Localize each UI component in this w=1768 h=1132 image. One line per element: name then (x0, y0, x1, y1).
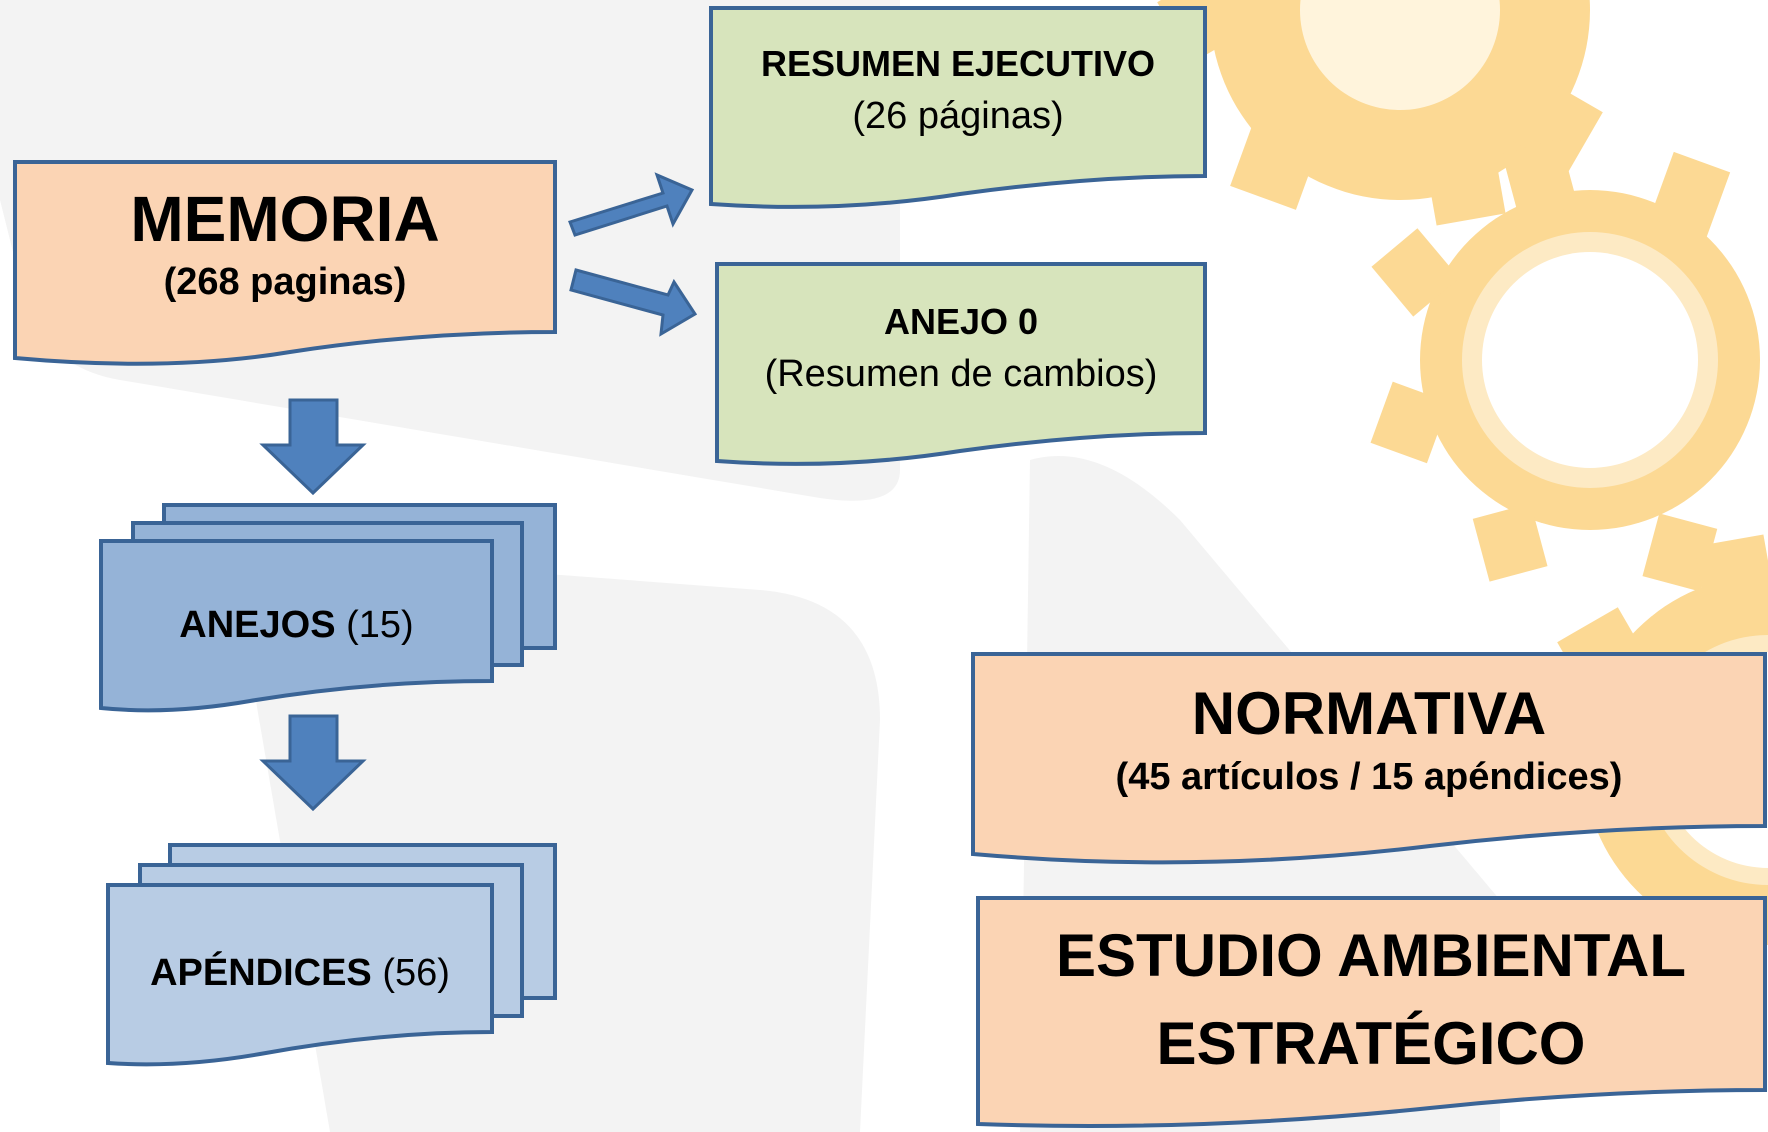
memoria-title: MEMORIA (130, 183, 440, 255)
anejo-0-box (715, 262, 1207, 466)
resumen-ejecutivo-title: RESUMEN EJECUTIVO (760, 43, 1156, 84)
arrow-to-anejo0 (569, 268, 698, 337)
anejo-0-label: ANEJO 0 (Resumen de cambios) (720, 296, 1202, 400)
apendices-title: APÉNDICES (150, 952, 372, 994)
resumen-ejecutivo-box (709, 6, 1207, 209)
anejos-label: ANEJOS (15) (104, 600, 489, 650)
resumen-ejecutivo-subtitle: (26 páginas) (852, 95, 1064, 137)
memoria-box (13, 160, 557, 366)
resumen-ejecutivo-label: RESUMEN EJECUTIVO (26 páginas) (715, 38, 1201, 142)
apendices-label: APÉNDICES (56) (110, 948, 490, 998)
normativa-box (971, 652, 1767, 865)
estudio-ambiental-line2: ESTRATÉGICO (1156, 1010, 1586, 1077)
normativa-title: NORMATIVA (1191, 680, 1547, 747)
arrow-down-1 (259, 398, 367, 496)
normativa-label: NORMATIVA (45 artículos / 15 apéndices) (976, 676, 1762, 802)
normativa-subtitle: (45 artículos / 15 apéndices) (1115, 756, 1623, 798)
apendices-stack (106, 843, 557, 1067)
gear-icon-top (1157, 0, 1603, 226)
anejos-stack (99, 503, 557, 713)
estudio-ambiental-box (976, 896, 1767, 1128)
estudio-ambiental-label: ESTUDIO AMBIENTAL ESTRATÉGICO (980, 912, 1762, 1088)
anejos-count: (15) (346, 604, 414, 646)
anejo-0-subtitle: (Resumen de cambios) (764, 353, 1158, 395)
arrow-to-resumen (568, 172, 695, 237)
anejo-0-title: ANEJO 0 (883, 301, 1039, 342)
apendices-count: (56) (382, 952, 450, 994)
anejos-title: ANEJOS (179, 604, 336, 646)
estudio-ambiental-line1: ESTUDIO AMBIENTAL (1056, 922, 1686, 989)
memoria-label: MEMORIA (268 paginas) (20, 180, 550, 306)
arrow-down-2 (259, 714, 367, 812)
memoria-subtitle: (268 paginas) (163, 261, 407, 303)
gear-icon-middle (1370, 138, 1760, 592)
